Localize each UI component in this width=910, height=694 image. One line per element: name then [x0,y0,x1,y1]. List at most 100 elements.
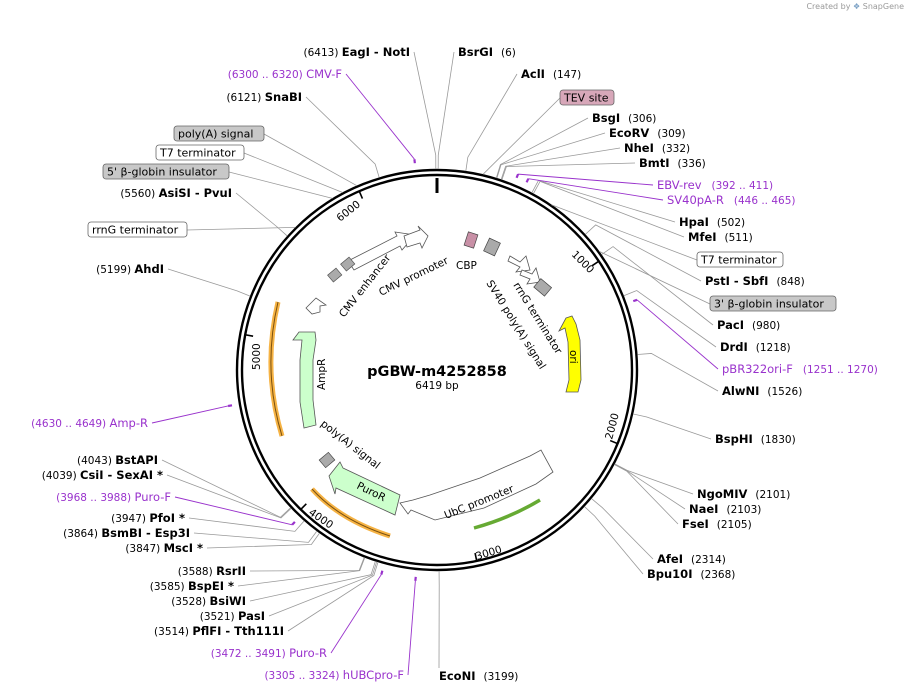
feature-rrng-terminator[interactable] [507,255,531,273]
site-hpai[interactable]: HpaI(502) [679,215,745,229]
primer-ebvrev[interactable]: EBV-rev(392 .. 411) [657,178,773,192]
site-label: (3521) PasI [200,609,265,623]
tick-mark-1000 [591,260,600,267]
site-paci[interactable]: PacI(980) [717,318,780,332]
site-leader [167,268,251,297]
site-pfoi[interactable]: (3947) PfoI * [111,511,185,525]
site-fsei[interactable]: FseI(2105) [682,517,752,531]
feature-cbp[interactable] [483,237,501,257]
site-leader-lines [151,51,719,676]
primer-range: (392 .. 411) [712,180,774,192]
boxed-label-t7terminator[interactable]: T7 terminator [155,144,245,161]
site-bsmbi[interactable]: (3864) BsmBI - Esp3I [63,526,190,540]
feature-ampr[interactable] [292,331,317,429]
site-label: BmtI(336) [639,156,706,170]
tick-mark-2000 [609,439,618,445]
primer-cmvf[interactable]: (6300 .. 6320) CMV-F [228,67,342,81]
boxed-label-3globininsulator[interactable]: 3' β-globin insulator [709,295,837,312]
site-name: SnaBI [265,90,302,104]
site-snabi[interactable]: (6121) SnaBI [226,90,302,104]
site-label: EcoRV(309) [609,126,686,140]
feature-box-globin-insulator-3[interactable] [533,278,553,297]
boxed-label-rrngterminator[interactable]: rrnG terminator [87,221,188,238]
site-name: PstI - SbfI [705,274,768,288]
site-position: (6413) [304,47,342,59]
site-bpu10i[interactable]: Bpu10I(2368) [647,567,735,581]
site-acli[interactable]: AclI(147) [521,67,581,81]
primer-pbr322orif[interactable]: pBR322ori-F(1251 .. 1270) [722,362,878,376]
site-ahdi[interactable]: (5199) AhdI [96,262,164,276]
site-pflfi[interactable]: (3514) PflFI - Tth111I [154,624,284,638]
site-bmti[interactable]: BmtI(336) [639,156,706,170]
site-eagi[interactable]: (6413) EagI - NotI [304,45,410,59]
site-position: (3514) [154,626,192,638]
primer-leader [174,496,293,526]
site-position: (332) [662,143,690,155]
site-ecorv[interactable]: EcoRV(309) [609,126,686,140]
site-name: CsiI - SexAI * [80,468,163,482]
site-bsgi[interactable]: BsgI (306) [592,111,656,125]
site-alwni[interactable]: AlwNI(1526) [722,384,802,398]
boxed-label-t7terminator[interactable]: T7 terminator [696,251,784,268]
site-position: (848) [776,276,804,288]
site-bsphi[interactable]: BspHI(1830) [715,432,796,446]
boxed-label-tevsite[interactable]: TEV site [559,89,615,106]
site-psti[interactable]: PstI - SbfI (848) [705,274,805,288]
primer-purof[interactable]: (3968 .. 3988) Puro-F [56,490,171,504]
snapgene-logo-icon: ❖ [853,2,861,11]
feature-cmv-promoter[interactable] [403,225,429,249]
feature-tev-site[interactable] [463,231,479,249]
feature-puror[interactable] [328,461,401,516]
site-bsrgi[interactable]: BsrGI(6) [458,45,516,59]
site-econi[interactable]: EcoNI(3199) [439,669,518,683]
primer-puror[interactable]: (3472 .. 3491) Puro-R [211,646,327,660]
site-mfei[interactable]: MfeI(511) [688,230,753,244]
site-ngomiv[interactable]: NgoMIV(2101) [697,487,790,501]
site-leader [633,413,712,440]
site-bspei[interactable]: (3585) BspEI * [150,579,234,593]
site-leader [585,224,702,282]
site-name: NgoMIV [697,487,747,501]
feature-box-globin-insulator-5[interactable] [327,267,343,283]
site-position: (5560) [120,188,158,200]
feature-ubc-green-arrow[interactable] [473,498,541,530]
site-position: (3864) [63,528,101,540]
site-position: (4043) [77,455,115,467]
boxed-label-polyasignal[interactable]: poly(A) signal [173,125,265,142]
primer-ampr[interactable]: (4630 .. 4649) Amp-R [31,416,148,430]
site-csii[interactable]: (4039) CsiI - SexAI * [42,468,163,482]
site-leader [591,498,654,560]
site-rsrii[interactable]: (3588) RsrII [178,564,246,578]
site-bstapi[interactable]: (4043) BstAPI [77,453,158,467]
site-label: BsgI (306) [592,111,656,125]
feature-box-polya-left[interactable] [340,256,356,272]
site-name: EcoRV [609,126,649,140]
site-drdi[interactable]: DrdI(1218) [720,340,791,354]
site-nhei[interactable]: NheI(332) [624,141,690,155]
primer-name: pBR322ori-F [722,362,793,376]
feature-ubc-promoter[interactable] [399,449,554,521]
site-position: (306) [628,113,656,125]
primer-sv40par[interactable]: SV40pA-R(446 .. 465) [667,193,796,207]
site-leader [533,180,685,238]
feature-ori[interactable] [558,315,582,393]
site-msci[interactable]: (3847) MscI * [125,541,203,555]
site-name: DrdI [720,340,748,354]
feature-polya-bottom[interactable] [318,451,336,469]
site-afei[interactable]: AfeI(2314) [657,552,726,566]
site-position: (2368) [700,569,735,581]
feature-t7-terminator-arrow[interactable] [519,267,541,285]
site-pasi[interactable]: (3521) PasI [200,609,265,623]
primer-hubcprof[interactable]: (3305 .. 3324) hUBCpro-F [264,668,404,682]
primer-label: EBV-rev(392 .. 411) [657,178,773,192]
site-name: BsgI [592,111,620,125]
label-text: rrnG terminator [92,224,179,237]
site-naei[interactable]: NaeI(2103) [689,502,761,516]
site-bsiwi[interactable]: (3528) BsiWI [171,594,246,608]
feature-amp-promoter[interactable] [305,297,328,315]
site-position: (6121) [226,92,264,104]
site-label: (3947) PfoI * [111,511,185,525]
boxed-label-5globininsulator[interactable]: 5' β-globin insulator [102,163,230,180]
site-asisi[interactable]: (5560) AsiSI - PvuI [120,186,232,200]
site-name: AclI [521,67,545,81]
